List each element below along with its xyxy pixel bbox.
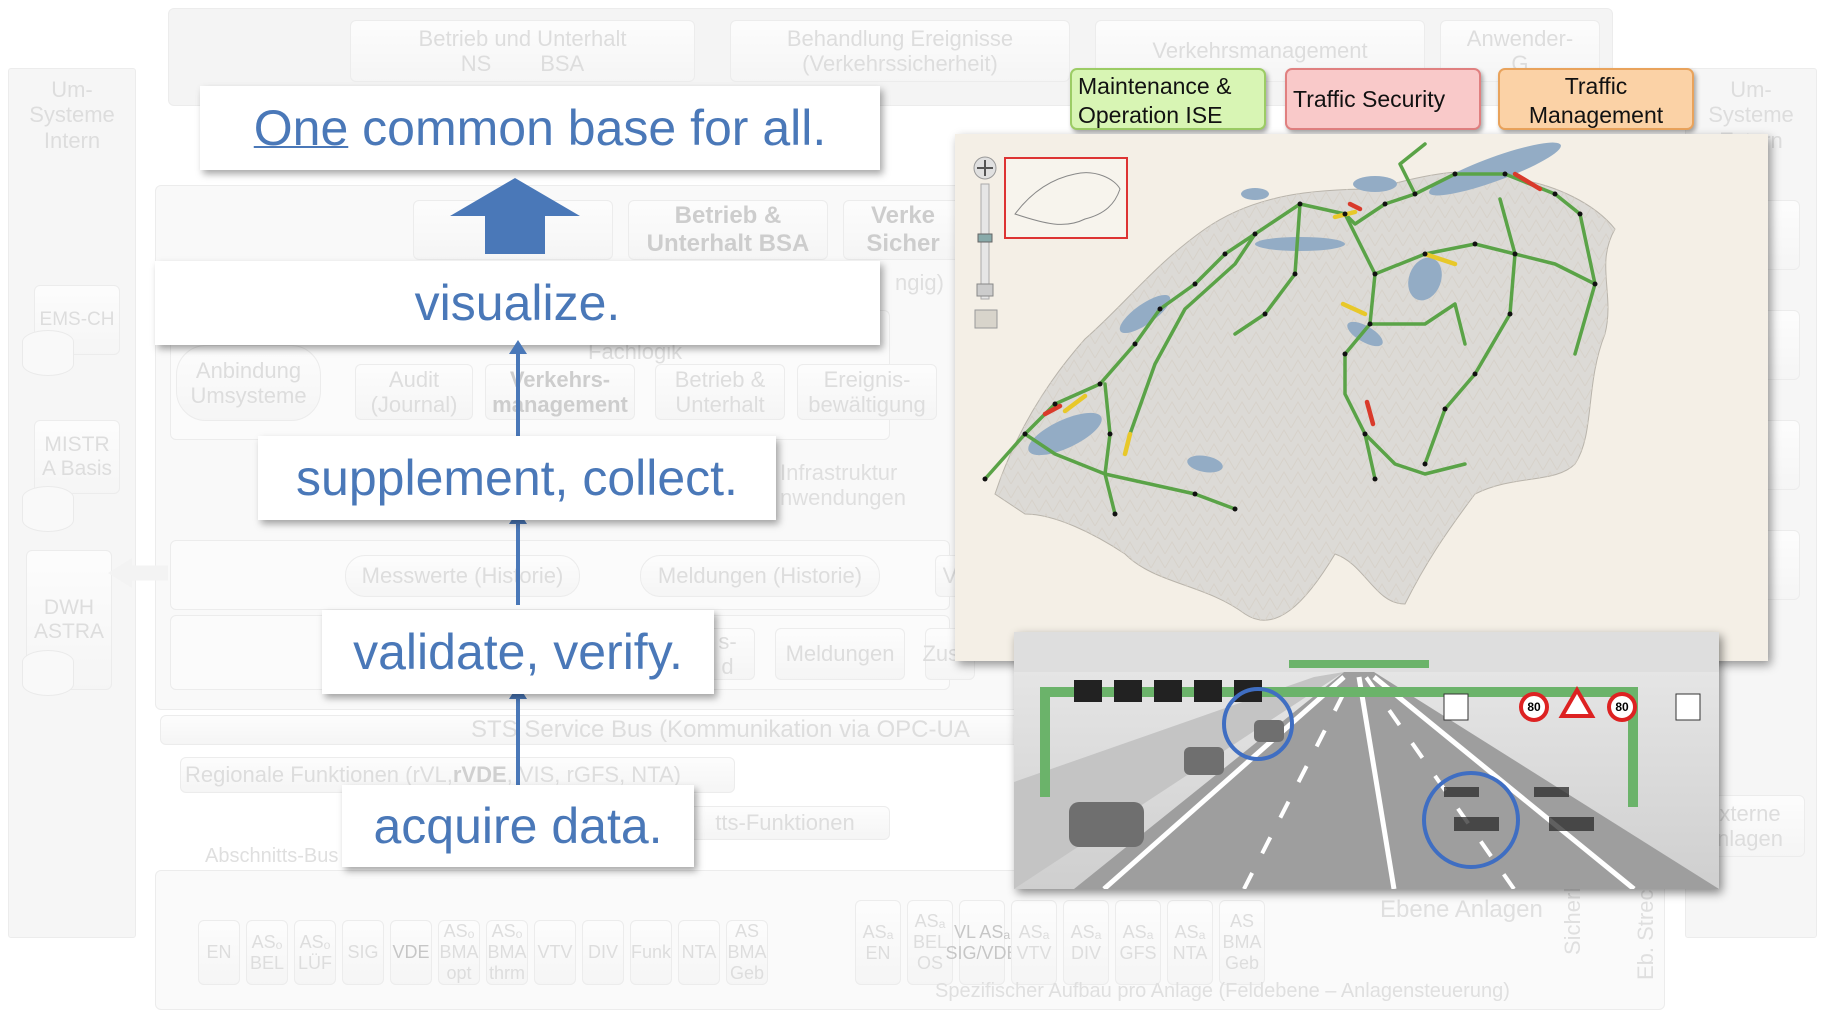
database-icon [22,486,74,532]
field-box: Funk [630,920,672,985]
field-box: ASₒ BMA opt [438,920,480,985]
callout-acquire: acquire data. [342,785,694,867]
field-box: DIV [582,920,624,985]
field-box: ASₒ BMA thrm [486,920,528,985]
field-box: AS BMA Geb [1219,900,1265,985]
database-icon [22,650,74,696]
field-level-frame [155,870,1665,1010]
field-box: ASₐ DIV [1063,900,1109,985]
regional-suffix: , VIS, rGFS, NTA) [506,762,682,788]
database-icon [22,330,74,376]
spez-aufbau-label: Spezifischer Aufbau pro Anlage (Feldeben… [935,980,1510,1002]
motorway-scene: 80 80 [1014,632,1719,889]
regional-bold: rVDE [452,762,507,788]
field-box: ASₒ LÜF [294,920,336,985]
callout-common-base-rest: common base for all. [348,100,827,156]
field-box: NTA [678,920,720,985]
left-item-dwh: DWH ASTRA [26,550,112,690]
legend-maintenance: Maintenance & Operation ISE [1070,68,1266,130]
vertical-eb-streck: Eb. Streck [1633,878,1658,980]
fach-item-ereignis: Ereignis- bewältigung [797,364,937,420]
left-item-ems: EMS-CH [34,285,120,355]
left-item-mistra: MISTR A Basis [34,420,120,494]
field-box: AS BMA Geb [726,920,768,985]
overview-minimap [1004,157,1128,239]
field-box: VDE [390,920,432,985]
legend-traffic-security: Traffic Security [1285,68,1481,130]
abschnitt-bus: Abschnitts-Bus [205,845,339,867]
speed-sign-2: 80 [1615,700,1629,714]
field-box: ASₐ BEL OS [907,900,953,985]
field-box: VTV [534,920,576,985]
regional-prefix: Regionale Funktionen (rVL, [185,762,453,788]
field-box: VL ASₐ SIG/VDE [945,900,1019,985]
app-box-betrieb-bsa: Betrieb & Unterhalt BSA [628,200,828,260]
fach-item-audit: Audit (Journal) [355,364,473,420]
history-messwerte: Messwerte (Historie) [345,555,580,597]
callout-one-word: One [253,100,349,156]
field-box: ASₐ VTV [1011,900,1057,985]
fach-item-verkehrsmanagement: Verkehrs- management [485,364,635,420]
motorway-photo: 80 80 [1014,632,1719,889]
field-box: ASₒ BEL [246,920,288,985]
history-v: V [935,555,965,597]
speed-sign-1: 80 [1527,700,1541,714]
field-box: ASₐ NTA [1167,900,1213,985]
app-box-verkehr: Verke Sicher [843,200,963,260]
abschnitt-functions: tts-Funktionen [680,806,890,840]
fach-item-betrieb: Betrieb & Unterhalt [655,364,785,420]
legend-traffic-management: Traffic Management [1498,68,1694,130]
history-meldungen: Meldungen (Historie) [640,555,880,597]
up-arrow-icon [450,178,580,254]
callout-common-base: One common base for all. [200,86,880,170]
app-row-note: ngig) [895,270,944,295]
callout-validate: validate, verify. [322,610,714,694]
connector-arrows-icon [509,340,527,785]
field-box: SIG [342,920,384,985]
history-frame [170,540,950,610]
anbindung-umsysteme: Anbindung Umsysteme [176,345,321,421]
highlight-circle-loop [1422,771,1520,869]
highlight-circle-vehicle [1222,687,1294,761]
callout-visualize: visualize. [155,261,880,345]
current-meldungen: Meldungen [775,628,905,680]
field-box: EN [198,920,240,985]
objekt-bus: Objekt-Bus (im Tunnel) [190,885,805,911]
map-canvas [955,134,1768,661]
switzerland-traffic-map[interactable] [955,134,1768,661]
zoom-control-icon [973,156,998,329]
top-box-ereignisse: Behandlung Ereignisse (Verkehrssicherhei… [730,20,1070,82]
field-box: ASₐ EN [855,900,901,985]
infra-label: Infrastruktur nwendungen [780,460,907,511]
field-box: ASₐ GFS [1115,900,1161,985]
ebene-anlagen-label: Ebene Anlagen [1380,896,1543,923]
top-box-betrieb: Betrieb und Unterhalt NS BSA [350,20,695,82]
callout-supplement: supplement, collect. [258,436,776,520]
